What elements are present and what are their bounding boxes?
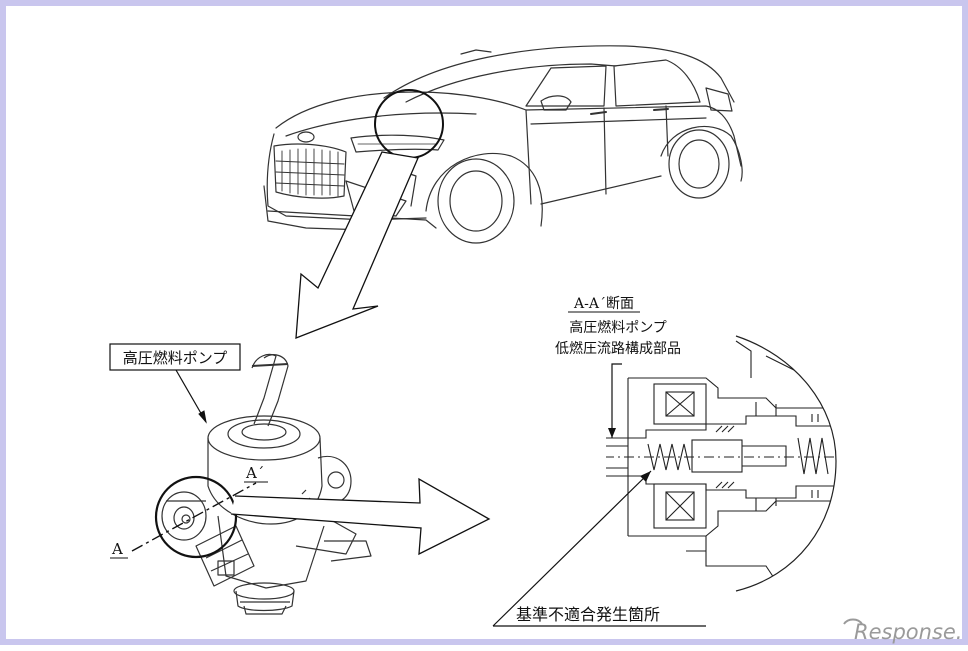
- defect-leader: [492, 470, 652, 627]
- section-line: [131, 482, 257, 552]
- section-title: A-A´断面: [573, 296, 634, 312]
- pump-detail-circle: [154, 475, 238, 559]
- component-leader-arrowhead: [608, 428, 616, 438]
- section-boundary: [735, 335, 837, 592]
- car-to-pump-arrow: [295, 151, 419, 339]
- pump-label-right: 高圧燃料ポンプ: [569, 319, 667, 336]
- cross-section-detail: [606, 340, 836, 582]
- response-watermark: Response.: [843, 618, 962, 644]
- defect-location-label: 基準不適合発生箇所: [516, 605, 660, 624]
- pump-to-section-arrow: [230, 477, 491, 556]
- recall-diagram: 高圧燃料ポンプ A A´: [109, 45, 962, 644]
- component-label: 低燃圧流路構成部品: [555, 340, 681, 357]
- pump-label-arrowhead: [198, 410, 207, 424]
- car-illustration: [263, 45, 743, 244]
- marker-a: A: [111, 540, 123, 558]
- watermark-swoosh-icon: [843, 618, 863, 625]
- pump-label-left: 高圧燃料ポンプ: [123, 349, 228, 367]
- watermark-text: Response.: [854, 620, 962, 644]
- defect-leader-arrowhead: [640, 471, 651, 482]
- pump-label-box: [109, 343, 241, 371]
- pump-illustration: [161, 353, 372, 615]
- component-leader: [611, 363, 622, 438]
- marker-a-prime: A´: [245, 464, 264, 482]
